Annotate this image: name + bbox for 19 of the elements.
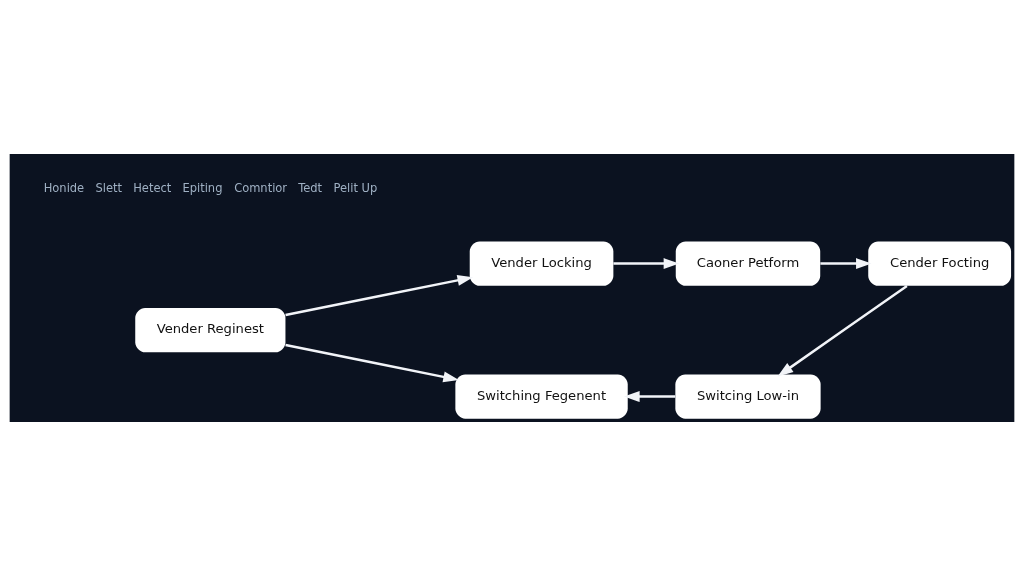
label: Hetect: [133, 180, 172, 195]
node-box: Switching Fegenent: [455, 374, 628, 419]
node-box: Vender Reginest: [135, 307, 286, 353]
label: Slett: [95, 180, 122, 195]
arrow: [777, 284, 908, 377]
node-box: Caoner Petform: [675, 241, 821, 286]
label: Comntior: [234, 180, 288, 195]
arrow: [613, 258, 680, 270]
node-box: Vender Locking: [469, 241, 614, 286]
arrow: [624, 391, 676, 403]
label: Tedt: [298, 180, 323, 195]
arrow: [820, 258, 872, 270]
label: Pelit Up: [333, 180, 378, 195]
node-box: Switcing Low-in: [675, 374, 821, 419]
label: Honide: [43, 180, 85, 195]
arrow: [285, 274, 474, 317]
node-box: Cender Focting: [868, 241, 1012, 286]
arrow: [285, 343, 459, 383]
label: Epiting: [182, 180, 223, 195]
